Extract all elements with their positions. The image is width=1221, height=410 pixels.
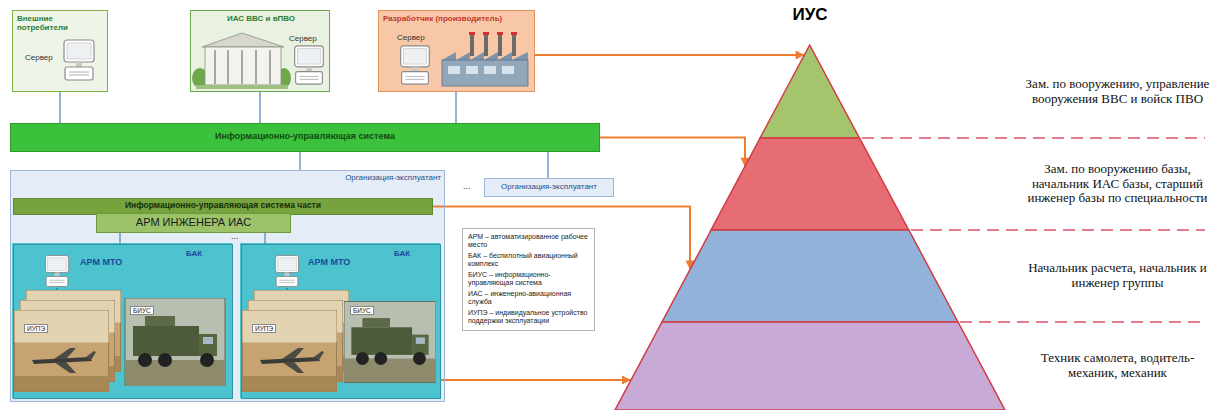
level-shape [711, 138, 909, 230]
level-caption: Зам. по вооружению базы, начальник ИАС б… [1020, 138, 1215, 230]
bar-title: Информационно-управляющая система части [14, 199, 432, 212]
connector-line [260, 92, 261, 123]
connector-path [264, 233, 265, 244]
level-shape [760, 45, 859, 138]
box-fill [378, 10, 535, 92]
connector-line [265, 233, 266, 244]
connector-line [120, 233, 121, 244]
box-heading: Внешние потребители [17, 14, 105, 32]
connector-path [119, 233, 120, 244]
level-shape [615, 322, 1005, 410]
workstation-bar: АРМ ИНЖЕНЕРА ИАС [96, 213, 291, 233]
connector-path [299, 152, 300, 170]
device-tag: БИУС [130, 306, 154, 315]
connector-path [441, 379, 631, 381]
server-box: ИАС ВВС и вПВО Сервер [190, 10, 330, 92]
connector-path [59, 92, 60, 123]
device-tag: БИУС [350, 306, 374, 315]
panel-title: Организация-эксплуатант [311, 173, 441, 182]
abbreviation-entry: ИУПЭ – индивидуальное устройство поддерж… [468, 309, 589, 325]
level-fill [662, 230, 958, 322]
device-tag: ИУПЭ [24, 324, 48, 333]
box-fill [10, 170, 445, 402]
vehicle-photo [125, 298, 225, 386]
box-heading: ИАС ВВС и вПВО [193, 14, 329, 23]
connector-line [60, 92, 61, 123]
box-heading: Разработчик (производитель) [383, 14, 533, 23]
box-fill [12, 243, 232, 398]
arrow-connector [600, 138, 750, 167]
server-icon [275, 256, 298, 287]
arrow-connector [535, 51, 805, 60]
panel-title: Организация-эксплуатант [485, 179, 613, 194]
abbreviation-box: АРМ – автоматизированное рабочее местоБА… [462, 228, 595, 331]
abbreviation-entry: БИУС – информационно-управляющая система [468, 271, 589, 287]
level-shape [662, 230, 958, 322]
connector-line [548, 152, 549, 178]
level-fill [615, 322, 1005, 410]
server-label: Сервер [397, 33, 441, 42]
ellipsis: ... [463, 181, 471, 191]
level-fill [711, 138, 909, 230]
connector-path [535, 54, 805, 56]
level-fill [760, 45, 859, 138]
abbreviation-entry: ИАС – инженерно-авиационная служба [468, 290, 589, 306]
server-icon [401, 46, 430, 84]
connector-path [455, 92, 456, 123]
pyramid-level: Начальник расчета, начальник и инженер г… [662, 230, 958, 322]
server-label: Сервер [289, 34, 329, 43]
box-fill [190, 10, 330, 92]
organization-panel: Организация-эксплуатант [484, 178, 614, 197]
server-icons [45, 40, 429, 286]
dashed-divider [911, 229, 1205, 231]
uav-complex-box: АРМ МТО БАК [241, 244, 441, 399]
level-caption: Зам. по вооружению, управление вооружени… [1020, 45, 1215, 138]
uav-complex-box: АРМ МТО БАК [13, 244, 233, 399]
connector-line [456, 92, 457, 123]
workstation-label: АРМ МТО [80, 257, 140, 267]
connector-line [300, 152, 301, 170]
server-box: Разработчик (производитель) Сервер [378, 10, 535, 92]
pyramid-level: Зам. по вооружению, управление вооружени… [760, 45, 859, 138]
pyramid-level: Зам. по вооружению базы, начальник ИАС б… [711, 138, 909, 230]
server-icon [295, 46, 324, 84]
diagram-title: ИУС [770, 5, 850, 25]
wire [57, 288, 58, 290]
building-picture [192, 33, 291, 89]
dashed-divider [960, 321, 1205, 323]
abbreviation-entry: БАК – беспилотный авиационный комплекс [468, 252, 589, 268]
vehicle-photo [344, 302, 436, 383]
server-label: Сервер [25, 53, 69, 62]
system-bar: Информационно-управляющая система [10, 123, 600, 152]
connector-path [600, 138, 745, 167]
box-heading: БАК [186, 249, 226, 258]
box-fill [12, 10, 108, 92]
arrow-connector [441, 376, 631, 385]
dashed-divider [862, 137, 1205, 139]
wire [287, 288, 288, 290]
level-caption: Техник самолета, водитель-механик, механ… [1020, 322, 1215, 410]
device-tag: ИУПЭ [252, 324, 276, 333]
box-heading: БАК [394, 249, 434, 258]
server-icon [45, 256, 68, 287]
abbreviation-entry: АРМ – автоматизированное рабочее место [468, 233, 589, 249]
uav-photo [14, 310, 109, 392]
ellipsis: ... [231, 231, 239, 241]
uav-photos [14, 288, 436, 392]
pyramid-level: Техник самолета, водитель-механик, механ… [615, 322, 1005, 410]
organization-panel: Организация-эксплуатантИнформационно-упр… [10, 170, 445, 402]
connector-path [259, 92, 260, 123]
connector-path [547, 152, 548, 178]
bar-title: Информационно-управляющая система [11, 124, 599, 149]
box-fill [240, 243, 440, 398]
uav-photo [242, 310, 337, 392]
workstation-label: АРМ МТО [308, 257, 368, 267]
level-caption: Начальник расчета, начальник и инженер г… [1020, 230, 1215, 322]
server-icon [64, 40, 94, 80]
factory-picture [442, 32, 528, 86]
bar-title: АРМ ИНЖЕНЕРА ИАС [97, 214, 290, 230]
server-box: Внешние потребителиСервер [12, 10, 108, 92]
